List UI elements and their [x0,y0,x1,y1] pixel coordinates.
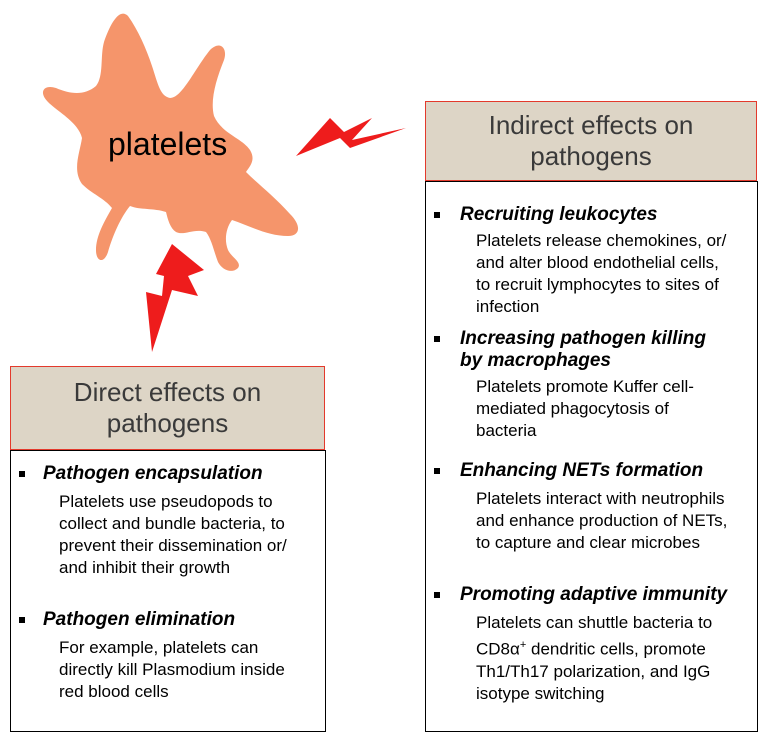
item-description: Platelets interact with neutrophils and … [476,489,728,552]
lightning-bolt-right [296,118,406,156]
list-item: Pathogen encapsulation Platelets use pse… [19,463,319,581]
bullet-icon [434,336,440,342]
item-title: Increasing pathogen killing by macrophag… [460,328,706,371]
item-description: Platelets use pseudopods to collect and … [59,492,287,577]
direct-effects-panel: Pathogen encapsulation Platelets use pse… [10,450,326,732]
item-title: Pathogen elimination [43,609,236,630]
indirect-effects-header: Indirect effects on pathogens [425,101,757,181]
list-item: Pathogen elimination For example, platel… [19,609,319,705]
platelet-cell [42,13,299,271]
bullet-icon [434,468,440,474]
item-title: Enhancing NETs formation [460,460,704,481]
item-title: Pathogen encapsulation [43,463,263,484]
item-title: Recruiting leukocytes [460,204,658,225]
indirect-header-line-1: Indirect effects on [488,110,694,140]
direct-header-line-2: pathogens [106,408,229,438]
item-description: Platelets release chemokines, or/ and al… [476,231,727,316]
platelet-label: platelets [108,126,228,162]
bullet-icon [19,471,25,477]
lightning-bolt-down [146,244,204,352]
list-item: Enhancing NETs formation Platelets inter… [434,460,754,552]
cd8-line: CD8α+ dendritic cells, promote [476,639,706,659]
item-description: For example, platelets can directly kill… [59,638,285,701]
list-item: Increasing pathogen killing by macrophag… [434,328,754,444]
bullet-icon [434,212,440,218]
indirect-effects-panel: Recruiting leukocytes Platelets release … [425,181,758,732]
direct-effects-header: Direct effects on pathogens [10,366,325,450]
bullet-icon [434,592,440,598]
list-item: Promoting adaptive immunity Platelets ca… [434,584,754,704]
direct-header-line-1: Direct effects on [73,377,262,407]
bullet-icon [19,617,25,623]
alpha-symbol: α [510,639,520,659]
item-description: Platelets promote Kuffer cell- mediated … [476,377,694,440]
item-title: Promoting adaptive immunity [460,584,728,605]
indirect-header-line-2: pathogens [530,141,652,171]
item-description: Platelets can shuttle bacteria to CD8α+ … [476,613,713,703]
list-item: Recruiting leukocytes Platelets release … [434,204,754,316]
plus-superscript: + [519,639,527,651]
